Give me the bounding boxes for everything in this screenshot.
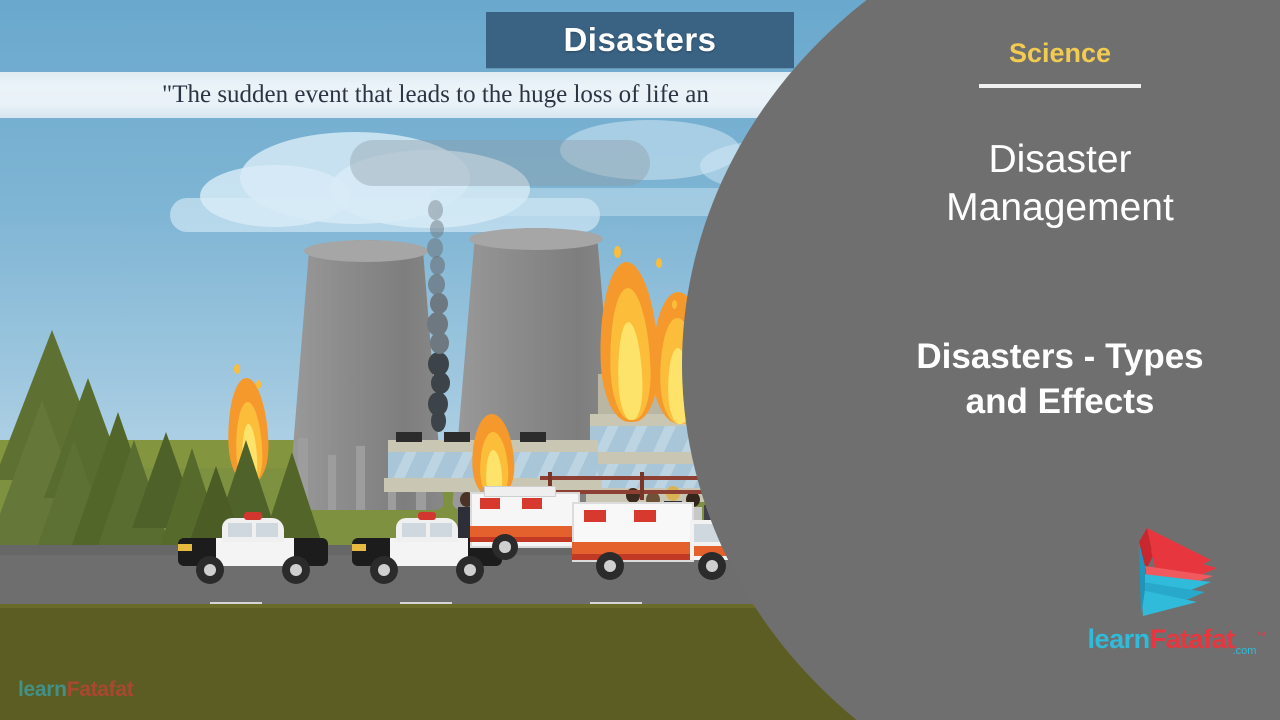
- course-title: Disaster Management: [840, 136, 1280, 232]
- learnfatafat-logo: learnFatafat.com ™: [1085, 520, 1270, 670]
- police-car-2: [352, 512, 502, 584]
- logo-play-book-icon: [1139, 528, 1217, 616]
- police-car-1: [178, 512, 328, 584]
- subject-divider: [979, 84, 1141, 88]
- scene-title-banner: Disasters: [486, 12, 794, 68]
- logo-learn-text: learn: [1087, 624, 1151, 654]
- logo-wordmark: learnFatafat.com ™: [1085, 624, 1270, 657]
- scene-quote-text: "The sudden event that leads to the huge…: [162, 81, 709, 108]
- lesson-title: Disasters - Types and Effects: [840, 334, 1280, 424]
- watermark: learnFatafat: [18, 678, 134, 702]
- overlay-content: Science Disaster Management Disasters - …: [840, 0, 1280, 720]
- course-title-line1: Disaster: [988, 138, 1132, 181]
- subject-label: Science: [1008, 38, 1112, 68]
- course-title-line2: Management: [946, 186, 1174, 229]
- ambulance-2: [572, 498, 750, 590]
- logo-domain-text: .com: [1232, 645, 1257, 657]
- logo-trademark-icon: ™: [1256, 630, 1266, 640]
- scene-title-text: Disasters: [563, 21, 717, 58]
- watermark-learn-text: learn: [18, 678, 67, 701]
- watermark-fatafat-text: Fatafat: [66, 678, 134, 701]
- logo-fatafat-text: Fatafat: [1149, 624, 1236, 654]
- lesson-title-line2: and Effects: [965, 382, 1155, 421]
- lesson-title-line1: Disasters - Types: [916, 337, 1204, 376]
